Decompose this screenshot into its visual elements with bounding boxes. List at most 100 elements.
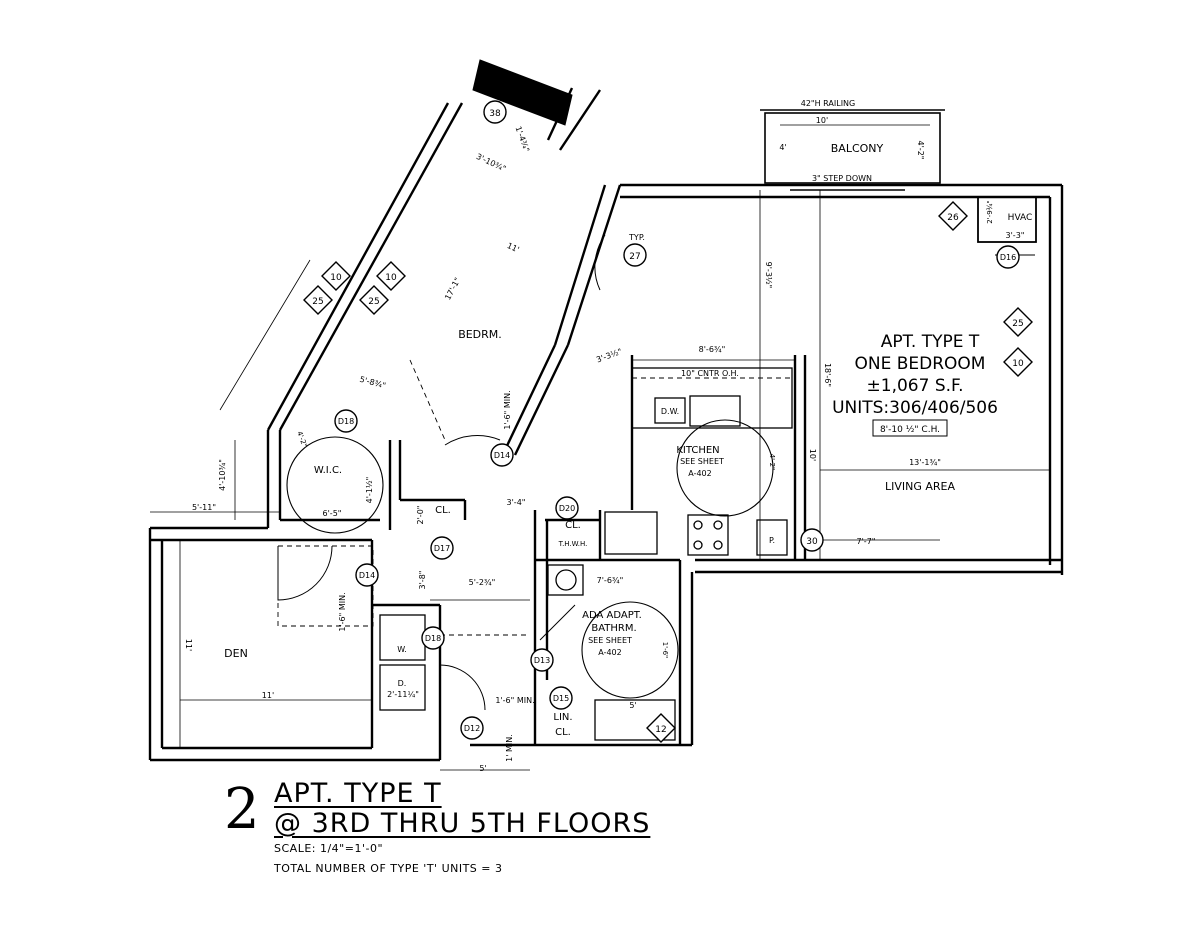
dim-den-width: 11' <box>262 691 274 700</box>
dim-min-4: 1' MIN. <box>505 734 514 762</box>
tag-25a-label: 25 <box>312 297 323 307</box>
balcony <box>760 109 945 191</box>
room-wic: W.I.C. <box>314 465 342 476</box>
room-kitchen: KITCHEN <box>676 445 719 456</box>
dim-balcony-side: 4'-2" <box>916 141 925 160</box>
tag-diamonds <box>303 201 1033 743</box>
dim-hvac-height: 2'-9¾" <box>986 200 994 223</box>
note-railing: 42"H RAILING <box>801 99 855 108</box>
tag-12-label: 12 <box>655 725 666 735</box>
dim-bed-length: 17'-1" <box>443 276 462 301</box>
tag-d18 <box>334 409 358 433</box>
drawing-title-line-1: APT. TYPE T <box>274 778 442 809</box>
dim-bed-door: 3'-3½" <box>595 347 623 365</box>
turning-circles <box>286 419 774 699</box>
dim-den-top: 5'-11" <box>192 503 216 512</box>
room-hvac: HVAC <box>1008 213 1033 223</box>
tag-d14b-label: D14 <box>359 571 375 580</box>
room-bath-2: BATHRM. <box>591 623 636 634</box>
dim-balcony-width: 10' <box>816 116 828 125</box>
room-bath-1: ADA ADAPT. <box>582 610 642 621</box>
tag-d18-label: D18 <box>338 417 354 426</box>
door-swings <box>277 234 1035 711</box>
tag-26-label: 26 <box>947 213 959 223</box>
bath-ref-2: A-402 <box>598 648 621 657</box>
tag-d14a-label: D14 <box>494 451 510 460</box>
dim-min-2: 1'-6" MIN. <box>495 696 534 705</box>
dim-hall-2: 3'-8" <box>418 571 427 590</box>
unit-numbers-label: UNITS:306/406/506 <box>832 398 998 418</box>
tag-38 <box>483 100 507 124</box>
ceiling-height-label: 8'-10 ½" C.H. <box>880 425 940 435</box>
dim-kitchen-bottom: 7'-7" <box>857 537 876 546</box>
room-linen-2: CL. <box>555 727 571 738</box>
structural-wall-block <box>472 59 573 126</box>
kitchen-ref-2: A-402 <box>688 469 711 478</box>
walls <box>148 87 1064 762</box>
tag-d17 <box>430 536 454 560</box>
dim-bath-radius: 1'-6" <box>661 642 669 659</box>
tag-30 <box>800 528 824 552</box>
dim-bath-depth: 5' <box>629 701 636 710</box>
dim-wic-width: 5'-8¾" <box>359 375 387 391</box>
dim-closet-width: 2'-0" <box>416 506 425 525</box>
dashed-overhead <box>277 359 790 636</box>
thwh-label: T.H.W.H. <box>558 540 588 548</box>
tag-d15 <box>549 686 573 710</box>
drawing-title-line-2: @ 3RD THRU 5TH FLOORS <box>274 808 651 839</box>
tag-d13-label: D13 <box>534 656 550 665</box>
dim-bath-inner: 7'-6¾" <box>597 576 624 585</box>
room-linen-1: LIN. <box>553 712 572 723</box>
washer-label: W. <box>397 645 407 654</box>
dim-wic-radius: 4'-2" <box>295 430 308 448</box>
note-step-down: 3" STEP DOWN <box>812 174 872 183</box>
room-living: LIVING AREA <box>885 480 956 493</box>
dim-bath-width: 5'-2¾" <box>469 578 496 587</box>
dim-laundry: 2'-11¼" <box>387 690 419 699</box>
note-typ: TYP. <box>628 233 645 242</box>
hvac-closet <box>977 196 1037 243</box>
pantry-label: P. <box>769 536 775 545</box>
tag-d17-label: D17 <box>434 544 450 553</box>
tag-d12-label: D12 <box>464 724 480 733</box>
room-closet: CL. <box>435 505 451 516</box>
dim-kitchen-radius: 4'-2" <box>768 454 776 471</box>
tag-30-label: 30 <box>806 537 818 547</box>
tag-25b-label: 25 <box>368 297 379 307</box>
unit-bedrooms-label: ONE BEDROOM <box>855 354 986 374</box>
dim-hall: 3'-4" <box>507 498 526 507</box>
dim-wic-bottom: 6'-5" <box>323 509 342 518</box>
dim-balcony-height: 4' <box>779 143 786 152</box>
tag-10a-label: 10 <box>330 273 342 283</box>
unit-area-label: ±1,067 S.F. <box>867 376 964 396</box>
room-closet-2: CL. <box>565 520 581 531</box>
tag-d20-label: D20 <box>559 504 575 513</box>
dim-hvac-width: 3'-3" <box>1006 231 1025 240</box>
tag-25c-label: 25 <box>1012 319 1023 329</box>
tag-d12 <box>460 716 484 740</box>
dim-hall-bottom: 5' <box>479 764 486 773</box>
tag-d16-label: D16 <box>1000 253 1016 262</box>
tag-circles <box>334 100 1020 740</box>
room-den: DEN <box>224 647 248 660</box>
tag-38-label: 38 <box>489 109 501 119</box>
note-counter: 10" CNTR O.H. <box>681 369 739 378</box>
tag-d14a <box>490 443 514 467</box>
dimension-lines <box>150 124 1050 771</box>
room-bedroom: BEDRM. <box>458 328 502 341</box>
dim-living-height: 18'-6" <box>823 363 832 387</box>
tag-d14b <box>355 563 379 587</box>
tag-d16 <box>996 245 1020 269</box>
dim-living-width: 13'-1¾" <box>909 458 941 467</box>
bath-ref-1: SEE SHEET <box>588 636 632 645</box>
dryer-label: D. <box>398 679 407 688</box>
tag-10c-label: 10 <box>1012 359 1024 369</box>
tag-d19-label: D18 <box>425 634 441 643</box>
tag-d13 <box>530 648 554 672</box>
dim-bed-side: 1'-4¾" <box>514 125 532 153</box>
tag-d20 <box>555 496 579 520</box>
tag-d19 <box>421 626 445 650</box>
room-balcony: BALCONY <box>831 142 884 155</box>
tag-10b-label: 10 <box>385 273 397 283</box>
